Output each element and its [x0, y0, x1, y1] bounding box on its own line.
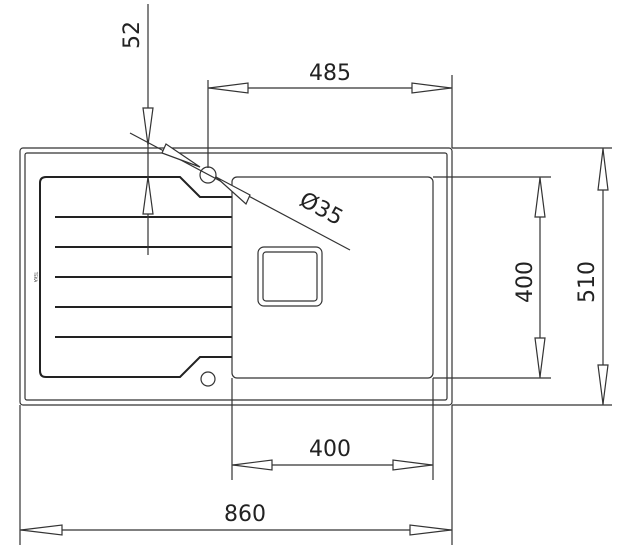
dimension-510: 510 [575, 148, 609, 405]
sink-outline [19, 147, 453, 406]
dimension-52: 52 [120, 21, 154, 215]
dimension-485: 485 [208, 61, 452, 94]
dimension-bowl-depth-400: 400 [513, 177, 546, 378]
waste-drain [257, 246, 323, 307]
overflow-hole [200, 371, 216, 387]
svg-text:400: 400 [513, 261, 538, 303]
svg-text:485: 485 [309, 61, 351, 86]
drainer-ribs [55, 216, 232, 338]
dimension-bowl-width-400: 400 [232, 437, 433, 471]
dimension-860: 860 [20, 502, 452, 536]
svg-text:52: 52 [120, 21, 145, 49]
svg-text:860: 860 [224, 502, 266, 527]
brand-logo: TEKA [33, 271, 38, 283]
svg-text:400: 400 [309, 437, 351, 462]
bowl-outline [231, 176, 434, 379]
drainer-outline [39, 176, 232, 378]
svg-text:510: 510 [575, 261, 600, 303]
